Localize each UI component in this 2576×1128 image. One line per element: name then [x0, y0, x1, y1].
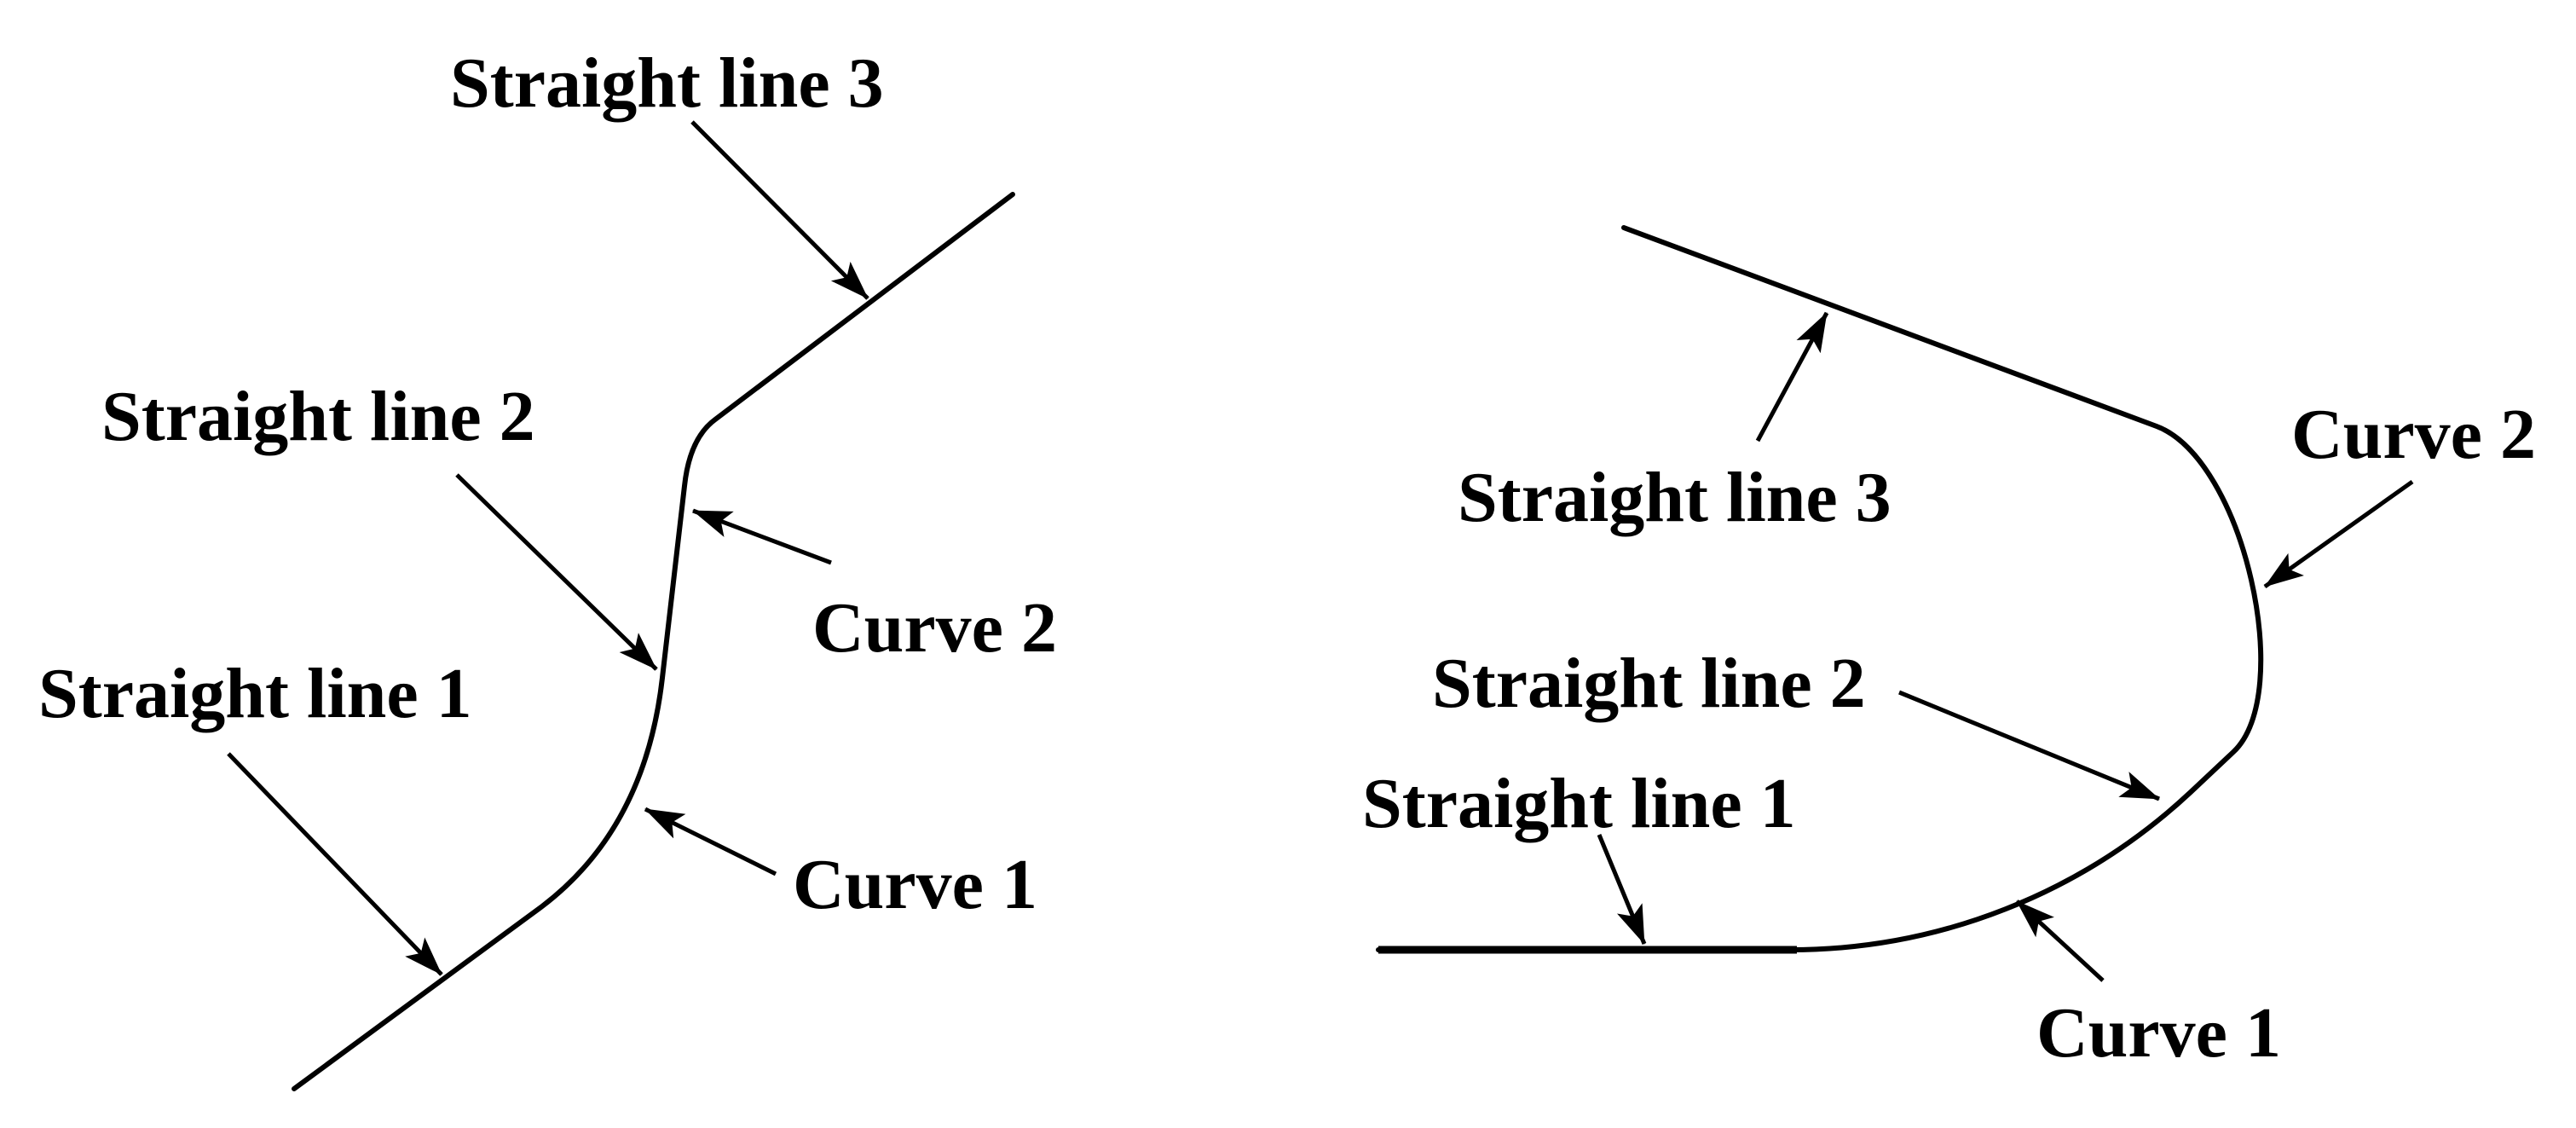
- left-profile-path: [292, 192, 1015, 1091]
- left-curve-2-label: Curve 2: [812, 588, 1057, 668]
- left-curve-1-arrow: [644, 807, 777, 876]
- left-curve-2-arrow: [692, 508, 832, 565]
- right-straight-line-2-label: Straight line 2: [1432, 644, 1866, 723]
- left-straight-line-1-arrow: [227, 752, 443, 976]
- right-straight-line-2-arrow: [1898, 690, 2160, 801]
- left-straight-line-3-label: Straight line 3: [450, 43, 884, 123]
- right-curve-1-arrow: [2015, 900, 2105, 982]
- right-straight-line-3-arrow: [1755, 311, 1829, 443]
- right-profile-path: [1376, 225, 2264, 953]
- right-curve-2-arrow: [2263, 479, 2414, 589]
- right-straight-line-3-label: Straight line 3: [1458, 458, 1892, 537]
- left-straight-line-3-arrow: [690, 120, 869, 300]
- left-straight-line-2-label: Straight line 2: [101, 377, 535, 456]
- right-curve-2-label: Curve 2: [2291, 395, 2536, 474]
- right-curve-1-label: Curve 1: [2036, 993, 2281, 1073]
- left-straight-line-2-arrow: [455, 473, 658, 671]
- left-curve-1-label: Curve 1: [793, 845, 1037, 924]
- left-straight-line-1-label: Straight line 1: [38, 654, 472, 733]
- right-straight-line-1-arrow: [1597, 834, 1647, 945]
- right-straight-line-1-label: Straight line 1: [1362, 764, 1796, 843]
